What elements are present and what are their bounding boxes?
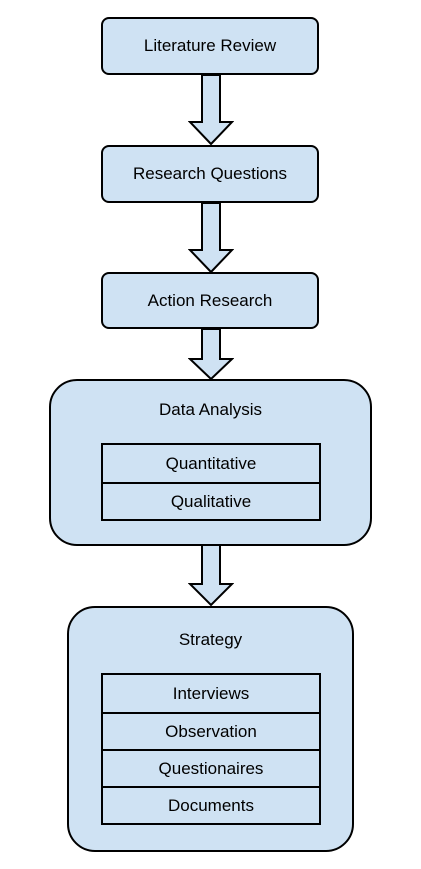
- node-label: Literature Review: [143, 36, 277, 55]
- node-label: Action Research: [147, 290, 273, 310]
- list-item: Questionaires: [103, 749, 319, 786]
- list-item: Observation: [103, 712, 319, 749]
- group-title: Data Analysis: [159, 400, 262, 419]
- node-action-research: Action Research: [101, 272, 319, 329]
- down-arrow-icon: [188, 544, 234, 607]
- node-literature-review: Literature Review: [101, 17, 319, 75]
- down-arrow-icon: [188, 74, 234, 146]
- down-arrow-icon: [188, 202, 234, 274]
- list-item: Qualitative: [103, 482, 319, 519]
- group-data-analysis: Data Analysis Quantitative Qualitative: [49, 379, 372, 546]
- group-title: Strategy: [178, 630, 243, 649]
- node-research-questions: Research Questions: [101, 145, 319, 203]
- data-analysis-list: Quantitative Qualitative: [101, 443, 321, 521]
- down-arrow-icon: [188, 328, 234, 381]
- list-item: Quantitative: [165, 453, 257, 473]
- group-strategy: Strategy Interviews Observation Question…: [67, 606, 354, 852]
- list-item: Interviews: [172, 683, 250, 703]
- node-label: Research Questions: [132, 164, 288, 183]
- strategy-list: Interviews Observation Questionaires Doc…: [101, 673, 321, 825]
- list-item: Documents: [103, 786, 319, 823]
